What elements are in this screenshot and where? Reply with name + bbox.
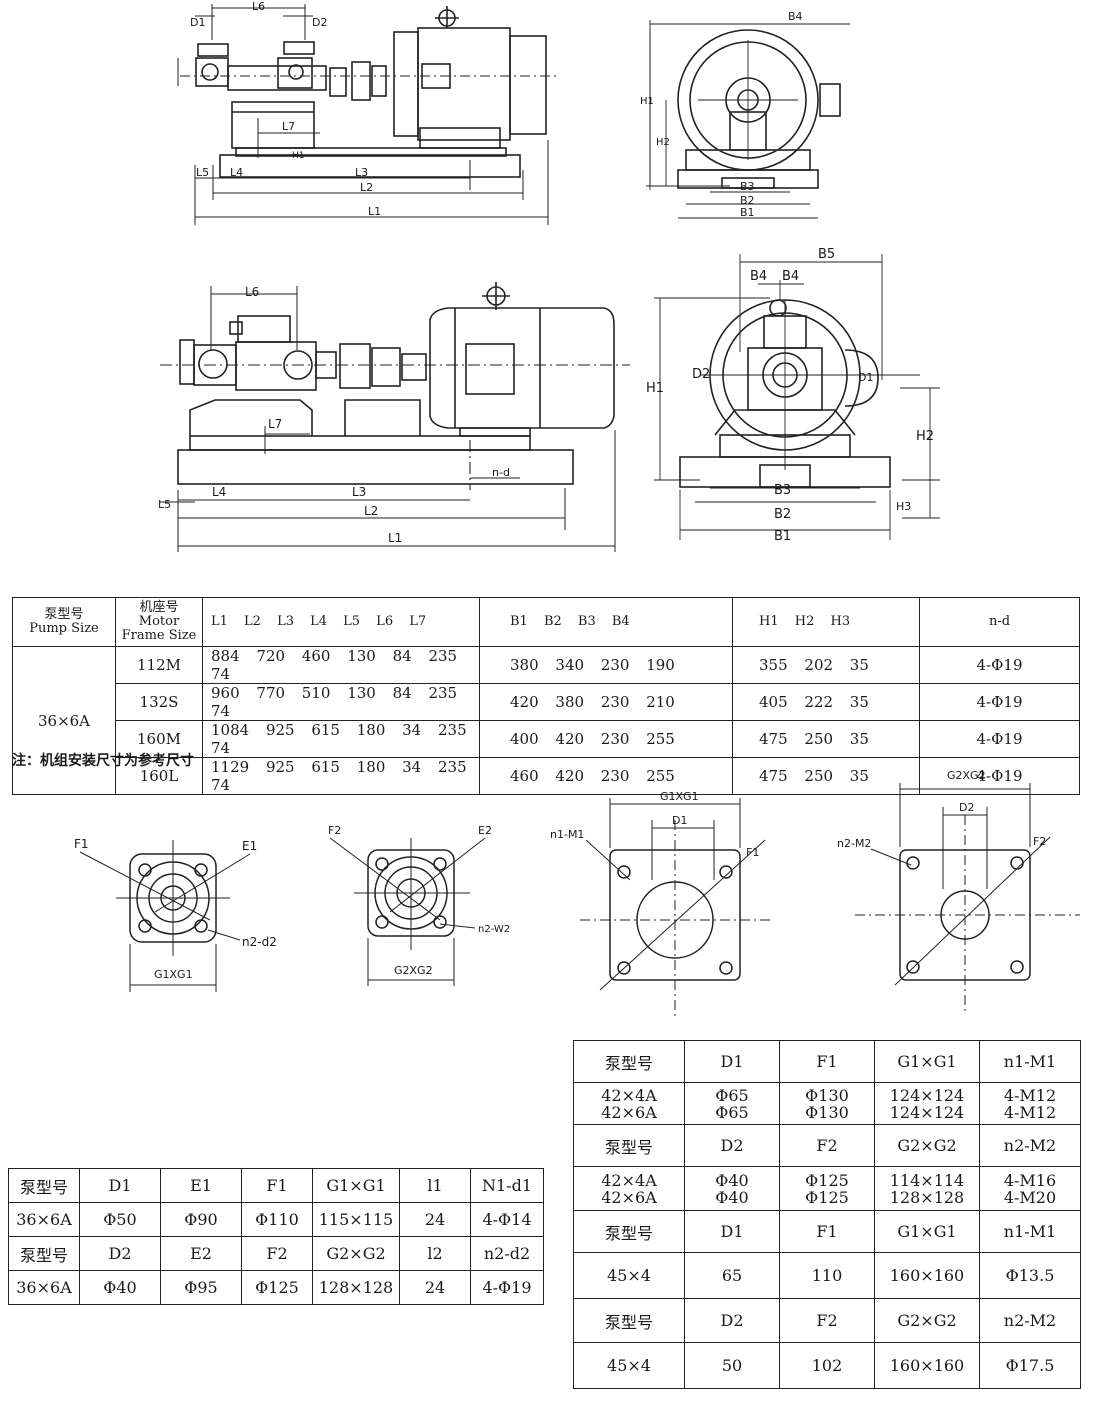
label-d2: D2 bbox=[312, 16, 327, 29]
table-row: 36×6A 112M 884 720 460 130 84 235 74 380… bbox=[12, 646, 1080, 795]
table-row: 泵型号 D2 E2 F2 G2×G2 l2 n2-d2 bbox=[8, 1236, 544, 1271]
label-l2: L2 bbox=[360, 181, 373, 194]
label-l5: L5 bbox=[196, 166, 209, 179]
label-l6: L6 bbox=[245, 285, 259, 299]
header-b-dims: B1 B2 B3 B4 bbox=[479, 597, 733, 647]
label-l5: L5 bbox=[158, 498, 171, 511]
label-l4: L4 bbox=[230, 166, 243, 179]
label-n1-m1: n1-M1 bbox=[550, 828, 584, 841]
header-l-dims: L1 L2 L3 L4 L5 L6 L7 bbox=[202, 597, 480, 647]
pump-size-cell: 36×6A bbox=[12, 646, 116, 795]
label-h1: H1 bbox=[640, 96, 654, 107]
label-n2-d2: n2-d2 bbox=[242, 935, 277, 949]
label-g2xg2: G2XG2 bbox=[394, 964, 433, 977]
label-l6: L6 bbox=[252, 0, 265, 13]
label-e1: E1 bbox=[242, 839, 257, 853]
label-h1: H1 bbox=[646, 381, 664, 396]
label-g1xg1: G1XG1 bbox=[154, 968, 193, 981]
label-h1: H1 bbox=[292, 151, 305, 161]
label-l4: L4 bbox=[212, 485, 226, 499]
label-f2: F2 bbox=[1033, 835, 1046, 848]
label-b3: B3 bbox=[740, 180, 755, 193]
top-side-view-drawing: D1 L6 D2 L7 H1 L5 L4 L3 L2 L1 bbox=[177, 0, 560, 225]
label-g2xg2: G2XG2 bbox=[947, 769, 986, 782]
label-l1: L1 bbox=[368, 205, 381, 218]
table-row: 132S 960 770 510 130 84 235 74 420 380 2… bbox=[13, 683, 1080, 721]
label-n-d: n-d bbox=[492, 466, 510, 479]
label-b4-right: B4 bbox=[782, 269, 799, 284]
label-d2: D2 bbox=[692, 367, 710, 382]
table-row: 泵型号 D2 F2 G2×G2 n2-M2 bbox=[573, 1298, 1081, 1343]
label-l7: L7 bbox=[282, 120, 295, 133]
top-end-view-drawing: B4 H1 H2 B3 B2 B1 bbox=[640, 10, 850, 219]
label-h2: H2 bbox=[656, 137, 670, 148]
label-f1: F1 bbox=[746, 846, 759, 859]
mid-side-view-drawing: L6 L7 n-d L5 L4 L3 L2 L1 bbox=[158, 282, 630, 552]
table-row: 160M 1084 925 615 180 34 235 74 400 420 … bbox=[13, 720, 1080, 758]
label-f1: F1 bbox=[74, 837, 89, 851]
flange-3-drawing: G1XG1 D1 n1-M1 F1 bbox=[550, 790, 770, 1020]
header-h-dims: H1 H2 H3 bbox=[732, 597, 920, 647]
label-f2: F2 bbox=[328, 824, 341, 837]
label-l3: L3 bbox=[355, 166, 368, 179]
label-h3: H3 bbox=[896, 500, 911, 513]
flange-table-36x6a: 泵型号 D1 E1 F1 G1×G1 l1 N1-d1 36×6A Φ50 Φ9… bbox=[8, 1168, 544, 1305]
table-row: 36×6A Φ50 Φ90 Φ110 115×115 24 4-Φ14 bbox=[8, 1202, 544, 1237]
table-row: 泵型号 D1 F1 G1×G1 n1-M1 bbox=[573, 1040, 1081, 1083]
label-b2: B2 bbox=[740, 194, 755, 207]
label-b1: B1 bbox=[774, 529, 791, 544]
label-l1: L1 bbox=[388, 531, 402, 545]
label-e2: E2 bbox=[478, 824, 492, 837]
label-b4-left: B4 bbox=[750, 269, 767, 284]
flange-4-drawing: G2XG2 D2 n2-M2 F2 bbox=[837, 769, 1080, 1015]
label-d1: D1 bbox=[190, 16, 205, 29]
reference-note: 注：机组安装尺寸为参考尺寸 bbox=[12, 753, 194, 769]
flange-1-drawing: F1 E1 n2-d2 G1XG1 bbox=[74, 837, 277, 992]
table-row: 泵型号 D2 F2 G2×G2 n2-M2 bbox=[573, 1124, 1081, 1167]
label-l7: L7 bbox=[268, 417, 282, 431]
label-b2: B2 bbox=[774, 507, 791, 522]
header-n-d: n-d bbox=[919, 597, 1080, 647]
flange-2-drawing: F2 E2 n2-W2 G2XG2 bbox=[328, 824, 510, 986]
label-d1: D1 bbox=[858, 371, 873, 384]
label-n2-m2: n2-M2 bbox=[837, 837, 871, 850]
table-row: 45×4 50 102 160×160 Φ17.5 bbox=[573, 1342, 1081, 1389]
table-row: 45×4 65 110 160×160 Φ13.5 bbox=[573, 1252, 1081, 1299]
label-n2-w2: n2-W2 bbox=[478, 924, 510, 935]
label-h2: H2 bbox=[916, 429, 934, 444]
label-l3: L3 bbox=[352, 485, 366, 499]
mid-end-view-drawing: B5 B4 B4 H1 D2 D1 H2 B3 B2 B1 H3 bbox=[646, 247, 940, 544]
table-row: 泵型号 D1 F1 G1×G1 n1-M1 bbox=[573, 1210, 1081, 1253]
label-d1: D1 bbox=[672, 814, 687, 827]
label-d2: D2 bbox=[959, 801, 974, 814]
label-b5: B5 bbox=[818, 247, 835, 262]
table-row: 泵型号 D1 E1 F1 G1×G1 l1 N1-d1 bbox=[8, 1168, 544, 1203]
label-b4: B4 bbox=[788, 10, 803, 23]
table-row: 36×6A Φ40 Φ95 Φ125 128×128 24 4-Φ19 bbox=[8, 1270, 544, 1305]
label-g1xg1: G1XG1 bbox=[660, 790, 699, 803]
label-b1: B1 bbox=[740, 206, 755, 219]
label-b3: B3 bbox=[774, 483, 791, 498]
label-l2: L2 bbox=[364, 504, 378, 518]
